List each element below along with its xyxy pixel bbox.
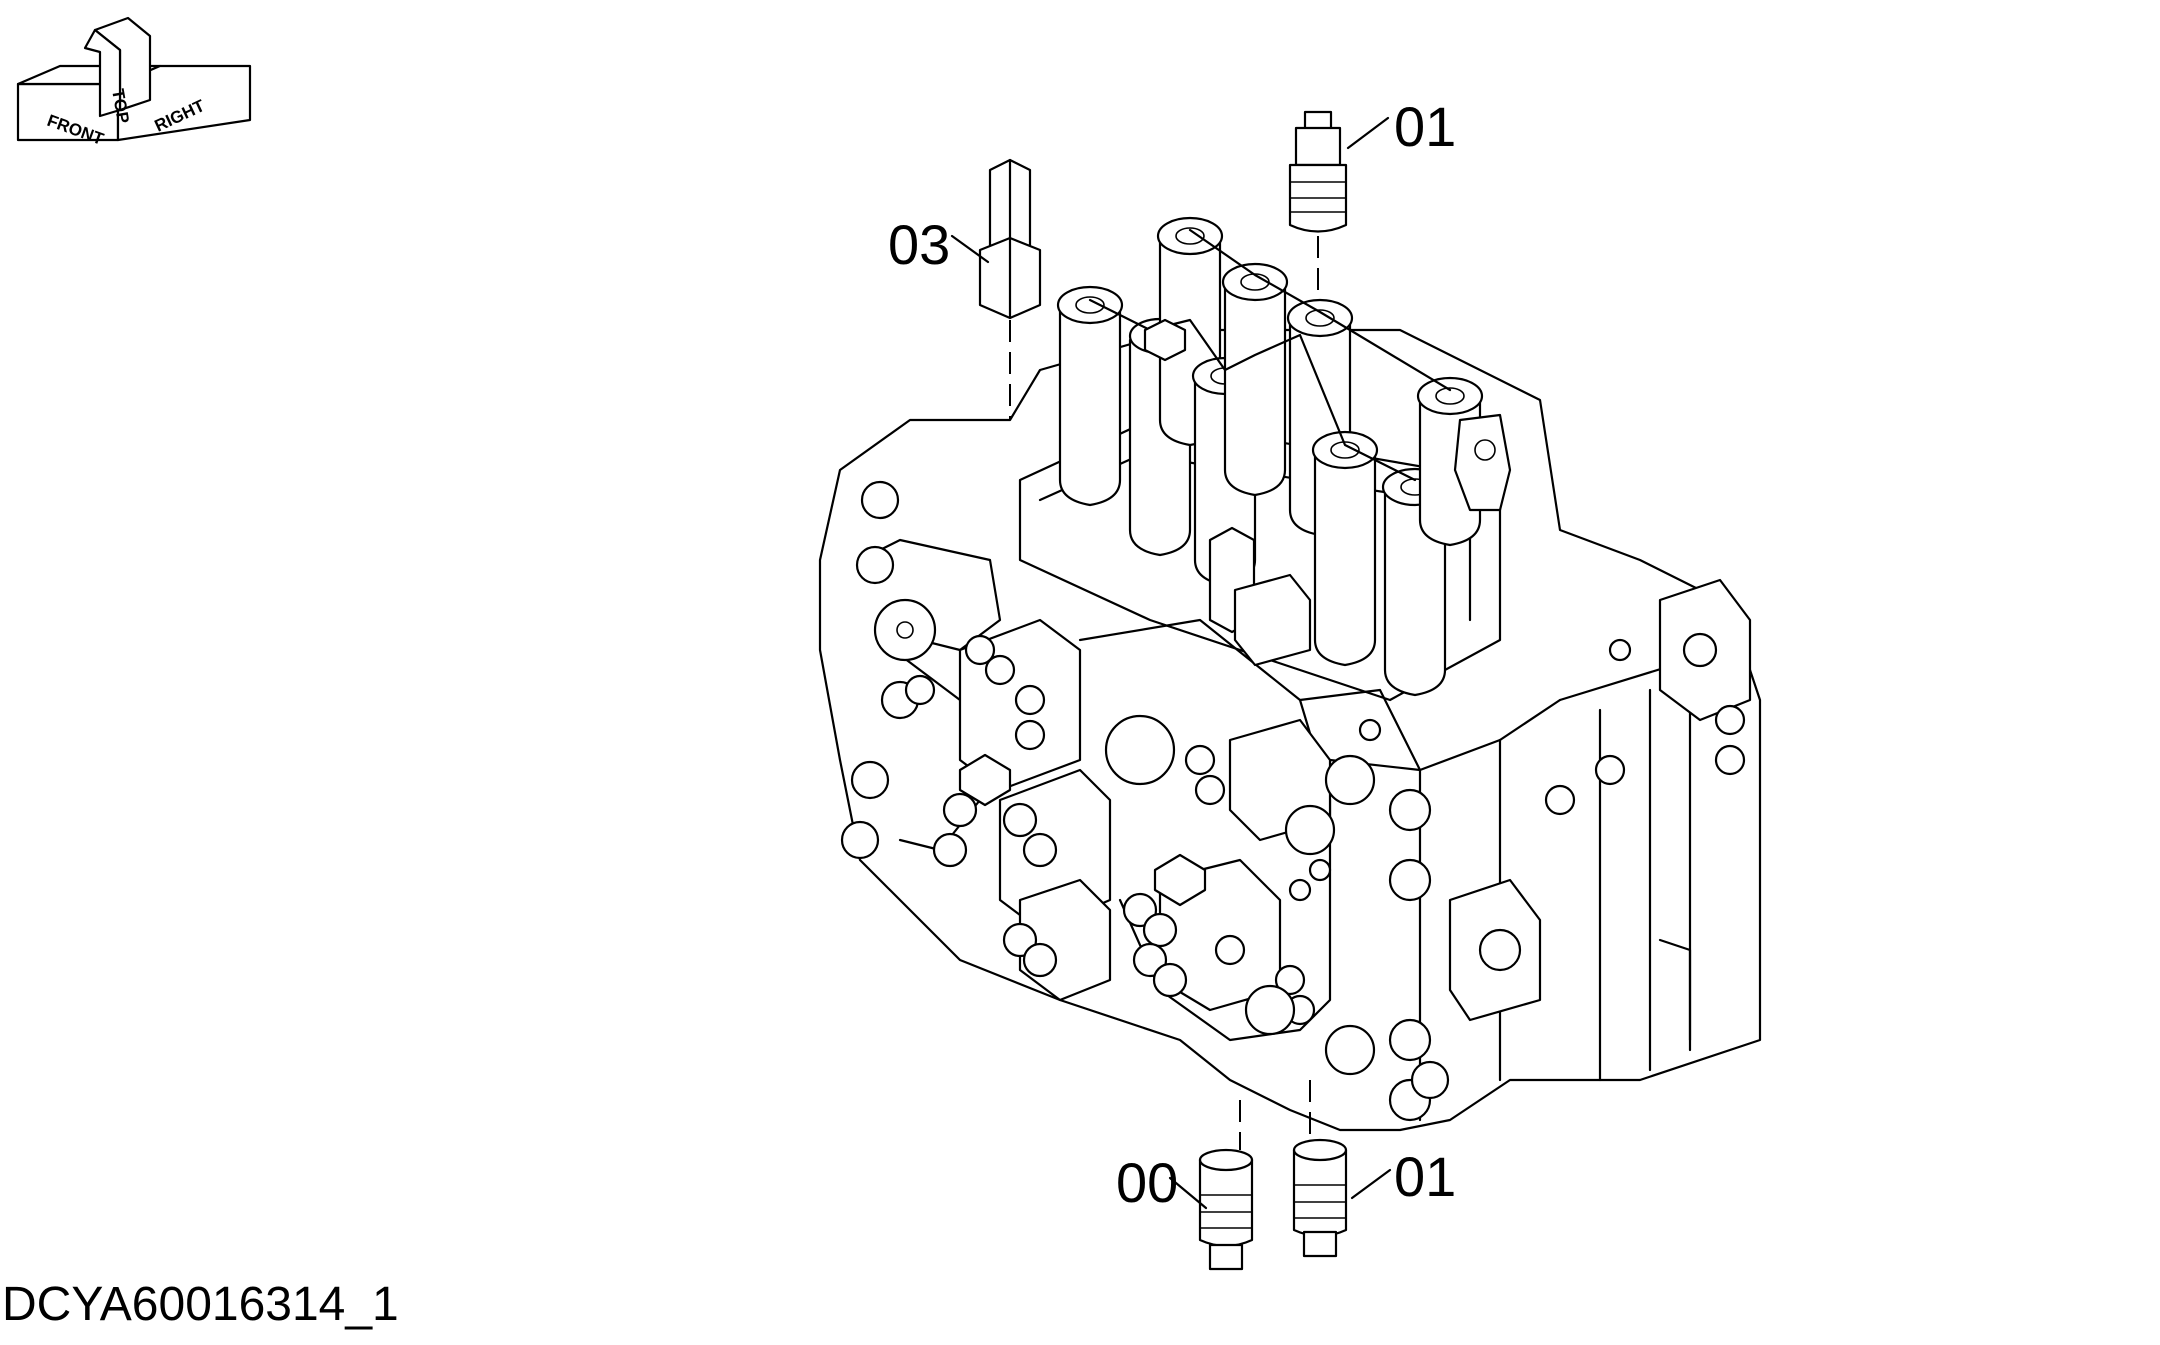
control-valve-body: [818, 216, 1762, 1132]
orientation-indicator: FRONT TOP RIGHT: [16, 16, 252, 149]
document-id: DCYA60016314_1: [2, 1278, 399, 1331]
callout-00: 00: [1116, 1151, 1178, 1214]
callout-03: 03: [888, 213, 950, 276]
part-01-bottom-cartridge: [1292, 1080, 1348, 1258]
callout-leaders: [950, 116, 1392, 1210]
spool-caps: [1056, 216, 1512, 697]
callout-01-top: 01: [1394, 95, 1456, 158]
part-01-top-cartridge: [1288, 110, 1348, 300]
callout-01-bottom: 01: [1394, 1145, 1456, 1208]
part-00-cartridge: [1198, 1100, 1254, 1271]
part-03-hex-plug: [978, 158, 1042, 420]
